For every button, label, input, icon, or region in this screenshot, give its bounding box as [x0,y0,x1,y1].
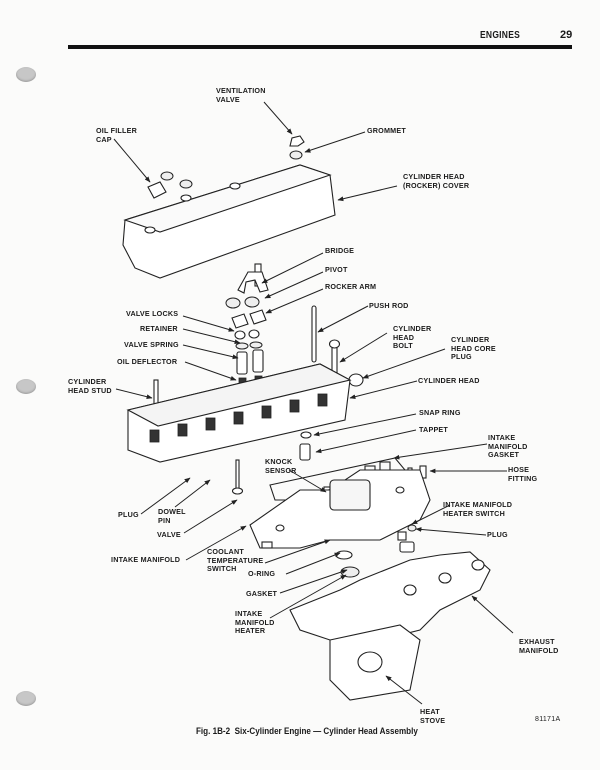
section-title: ENGINES [480,30,521,41]
rocker-assembly [225,263,269,386]
label-valve-spring: VALVE SPRING [124,340,179,349]
label-intake-manifold: INTAKE MANIFOLD [111,555,181,564]
oil-filler-cap [147,181,167,199]
label-o-ring: O-RING [248,569,276,578]
tappet [299,443,311,461]
o-ring-part [335,550,353,560]
plug-right-part [407,524,417,532]
ventilation-valve-part [289,135,305,147]
coolant-switch-part [261,541,273,549]
label-plug-left: PLUG [118,510,139,519]
label-valve-locks: VALVE LOCKS [126,309,179,318]
cylinder-head-bolt [328,339,341,383]
figure-caption: Fig. 1B-2 Six-Cylinder Engine — Cylinder… [196,726,418,737]
label-cylinder-head: CYLINDER HEAD [418,376,480,385]
label-rocker-cover: CYLINDER HEAD (ROCKER) COVER [403,172,470,190]
push-rod [311,305,317,363]
label-intake-manifold-gasket: INTAKE MANIFOLD GASKET [488,433,528,459]
label-rocker-arm: ROCKER ARM [325,282,377,291]
label-hose-fitting: HOSE FITTING [508,465,538,483]
label-plug-right: PLUG [487,530,508,539]
label-cylinder-head-bolt: CYLINDER HEAD BOLT [393,324,432,350]
label-tappet: TAPPET [419,425,449,434]
intake-heater-switch-part [397,531,407,541]
connector [399,541,415,553]
snap-ring [300,431,312,439]
rocker-cover [122,164,336,279]
label-gasket: GASKET [246,589,278,598]
grommets [160,150,303,189]
label-heater-switch: INTAKE MANIFOLD HEATER SWITCH [443,500,513,518]
leader-lines [113,101,514,705]
page-number: 29 [560,29,573,41]
label-snap-ring: SNAP RING [419,408,461,417]
heat-stove [329,624,421,701]
label-heat-stove: HEAT STOVE [420,707,446,725]
intake-manifold [249,469,431,549]
label-oil-deflector: OIL DEFLECTOR [117,357,178,366]
label-core-plug: CYLINDER HEAD CORE PLUG [451,335,496,361]
label-oil-filler-cap: OIL FILLER CAP [96,126,137,144]
binder-hole-bottom [16,691,36,706]
label-cylinder-head-stud: CYLINDER HEAD STUD [68,377,112,395]
label-ventilation-valve: VENTILATION VALVE [216,86,266,104]
label-push-rod: PUSH ROD [369,301,409,310]
cylinder-head-stud [153,379,159,405]
label-dowel-pin: DOWEL PIN [158,507,186,525]
label-retainer: RETAINER [140,324,178,333]
label-exhaust-manifold: EXHAUST MANIFOLD [519,637,559,655]
binder-hole-top [16,67,36,82]
valve-part [231,459,244,495]
label-coolant-temperature-switch: COOLANT TEMPERATURE SWITCH [207,547,264,573]
label-pivot: PIVOT [325,265,348,274]
gasket-part [340,566,360,578]
label-intake-manifold-heater: INTAKE MANIFOLD HEATER [235,609,275,635]
label-knock-sensor: KNOCK SENSOR [265,457,297,475]
label-valve: VALVE [157,530,181,539]
label-bridge: BRIDGE [325,246,355,255]
header-rule [68,45,572,49]
label-grommet: GROMMET [367,126,406,135]
binder-hole-middle [16,379,36,394]
exhaust-manifold [289,551,491,641]
cylinder-head [126,363,352,463]
figure-number: 81171A [535,716,561,723]
